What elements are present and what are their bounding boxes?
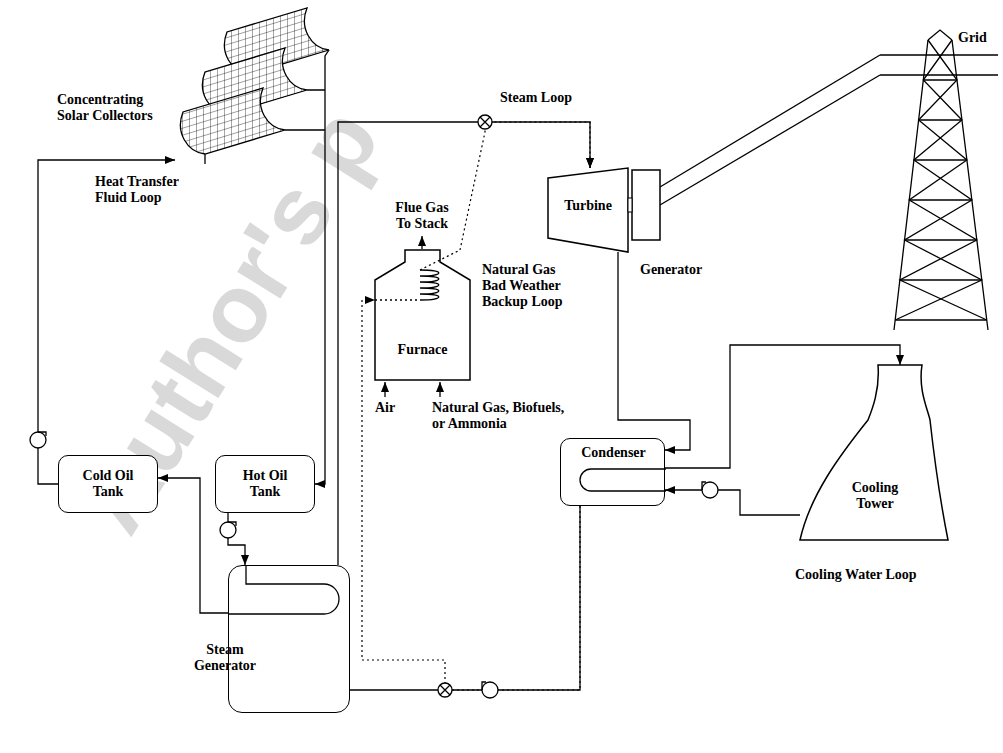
valve-symbol — [438, 683, 452, 697]
oil-tube — [229, 566, 339, 614]
pump-symbol — [220, 522, 236, 538]
pipe-connector — [38, 160, 175, 484]
furnace-box: Furnace — [375, 250, 470, 380]
valve-symbol — [478, 115, 492, 129]
solar-collector-field-shape — [175, 4, 333, 170]
node-label: Turbine — [548, 198, 628, 214]
drawing-part — [440, 685, 450, 695]
node-label: Condenser — [561, 445, 666, 461]
flow-label: Air — [373, 400, 397, 416]
heating-coil — [420, 270, 439, 300]
trough-collector — [180, 88, 285, 154]
solar-collector-field: Concentrating Solar Collectors — [175, 4, 333, 170]
flow-label: Flue Gas To Stack — [388, 200, 456, 232]
node-label: Hot Oil Tank — [229, 468, 301, 500]
tank-box: Cold Oil Tank — [58, 455, 158, 513]
pump-symbol — [30, 432, 46, 448]
drawing-part — [702, 482, 706, 490]
drawing-part — [880, 30, 998, 330]
loop-label: Cooling Water Loop — [795, 567, 945, 583]
drawing-part — [480, 117, 490, 127]
drawing-part — [220, 522, 236, 538]
turbine-box: Turbine — [548, 168, 628, 252]
generator-box-shape — [632, 170, 660, 240]
cooling-water-line — [665, 490, 800, 515]
transmission-tower — [880, 30, 998, 330]
drawing-part — [228, 522, 236, 526]
steam-line — [618, 252, 690, 450]
generator-box: Generator — [632, 170, 660, 240]
pump-symbol — [482, 682, 498, 698]
node-label: Cold Oil Tank — [72, 468, 144, 500]
fuel-arrow — [439, 382, 440, 397]
pump-symbol — [702, 482, 718, 498]
drawing-part — [30, 432, 46, 448]
turbine-outline — [548, 168, 628, 252]
drawing-part — [482, 682, 498, 698]
steam-generator-box: Steam Generator — [228, 565, 350, 713]
loop-label: Heat Transfer Fluid Loop — [95, 174, 205, 206]
drawing-part — [478, 115, 492, 129]
drawing-part — [482, 682, 486, 690]
condenser-box: Condenser — [560, 438, 665, 506]
coil-lead — [375, 250, 460, 300]
drawing-part — [438, 683, 452, 697]
cooling-tower-outline — [800, 365, 948, 540]
node-label: Steam Generator — [187, 642, 263, 674]
node-label: Grid — [958, 30, 998, 46]
grid-tower-shape — [880, 30, 1000, 330]
drawing-part — [895, 80, 987, 320]
cooling-tower: Cooling Tower — [800, 365, 950, 540]
furnace-outline — [375, 250, 470, 380]
drawing-part — [702, 482, 718, 498]
loop-label: Natural Gas Bad Weather Backup Loop — [482, 262, 570, 310]
loop-label: Steam Loop — [500, 90, 590, 106]
pipe-connector — [315, 170, 325, 484]
node-label: Generator — [640, 262, 720, 278]
steam-generator-box-shape — [229, 566, 349, 712]
grid-tower: Grid — [880, 30, 1000, 330]
power-line — [660, 55, 880, 187]
cooling-tower-shape — [800, 365, 950, 540]
furnace-box-shape — [375, 250, 470, 380]
flow-label: Natural Gas, Biofuels, or Ammonia — [432, 400, 572, 432]
power-wire — [660, 75, 880, 205]
condenser-tube — [580, 469, 666, 491]
node-label: Furnace — [375, 342, 470, 358]
tank-box: Hot Oil Tank — [215, 455, 315, 513]
generator-shaft — [628, 198, 632, 212]
node-label: Concentrating Solar Collectors — [57, 92, 171, 124]
generator-outline — [632, 170, 660, 240]
flue-gas-arrow — [421, 236, 422, 249]
air-arrow — [384, 382, 385, 397]
drawing-part — [38, 432, 46, 436]
node-label: Cooling Tower — [843, 480, 907, 512]
drawing-part — [895, 40, 982, 320]
pipe-connector — [228, 513, 245, 565]
trough-mesh — [180, 88, 285, 154]
